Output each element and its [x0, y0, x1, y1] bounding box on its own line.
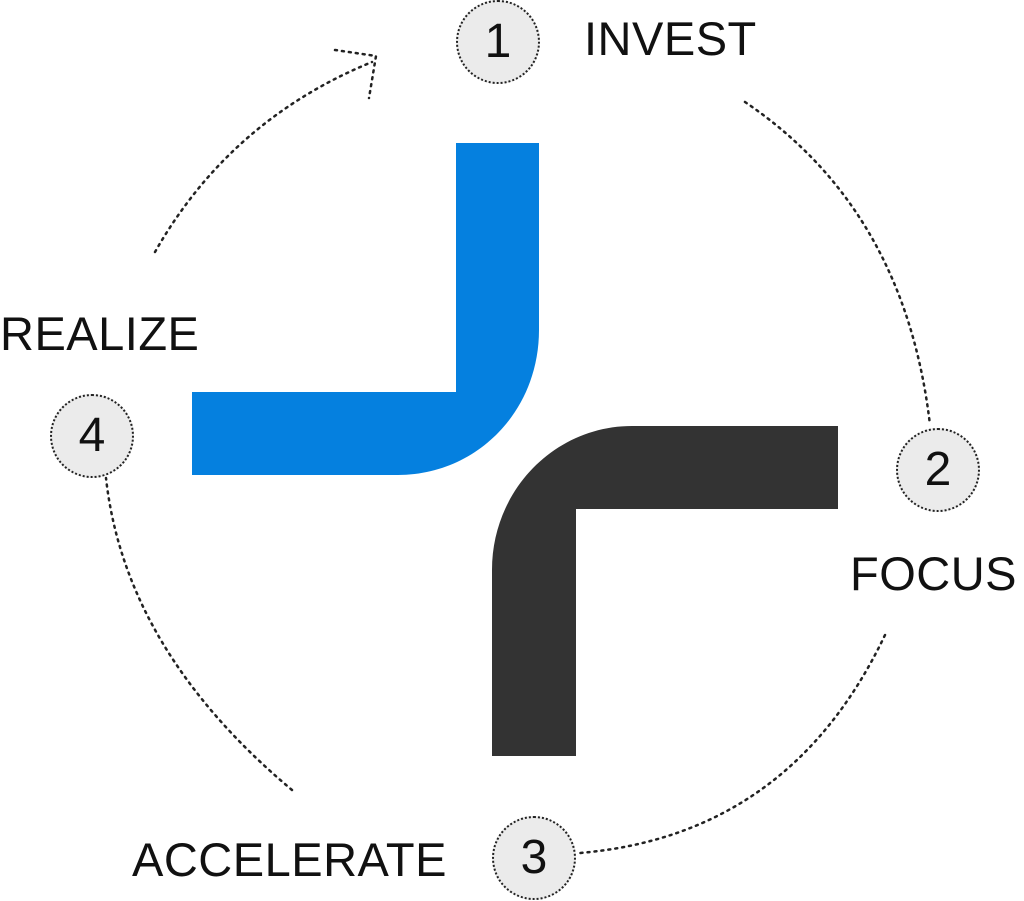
- step-1-label: INVEST: [584, 12, 757, 65]
- step-3-badge: 3: [492, 816, 576, 900]
- step-1-badge: 1: [456, 0, 540, 84]
- step-3-label: ACCELERATE: [132, 833, 447, 886]
- blue-elbow-shape: [192, 143, 539, 475]
- dark-elbow-shape: [492, 426, 838, 756]
- step-2-badge: 2: [896, 428, 980, 512]
- step-4-label: REALIZE: [0, 307, 200, 360]
- step-4-badge: 4: [50, 394, 134, 478]
- step-2-label: FOCUS: [850, 547, 1017, 600]
- arrowhead-icon: [333, 48, 378, 100]
- arc-focus-to-accelerate: [578, 633, 887, 855]
- arc-realize-to-invest: [153, 60, 374, 254]
- arc-accelerate-to-realize: [104, 476, 294, 792]
- arc-invest-to-focus: [743, 100, 932, 427]
